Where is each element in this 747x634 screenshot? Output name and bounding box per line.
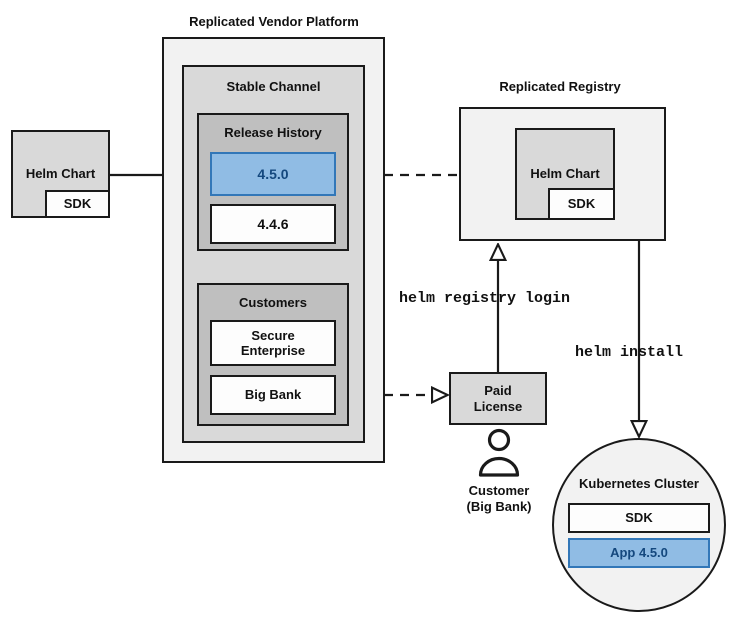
command-helm-install: helm install	[575, 344, 684, 361]
release-item-4-4-6[interactable]: 4.4.6	[210, 204, 336, 244]
replicated-registry-title: Replicated Registry	[499, 79, 621, 94]
registry-helm-chart-sdk-node[interactable]: SDK	[548, 188, 615, 220]
customers-title: Customers	[239, 295, 307, 310]
release-item-4-5-0-label: 4.5.0	[257, 165, 289, 182]
paid-license-label: Paid License	[473, 383, 523, 414]
command-helm-registry-login: helm registry login	[399, 290, 571, 307]
customer-item-secure-enterprise[interactable]: Secure Enterprise	[210, 320, 336, 366]
release-item-4-4-6-label: 4.4.6	[257, 215, 289, 232]
cluster-component-sdk[interactable]: SDK	[568, 503, 710, 533]
paid-license-node[interactable]: Paid License	[449, 372, 547, 425]
customer-item-secure-enterprise-label: Secure Enterprise	[240, 327, 306, 358]
cluster-component-app-label: App 4.5.0	[610, 545, 668, 561]
source-helm-chart-label: Helm Chart	[25, 166, 96, 181]
vendor-platform-title: Replicated Vendor Platform	[189, 14, 359, 29]
person-icon	[478, 428, 520, 477]
cluster-component-sdk-label: SDK	[625, 510, 653, 526]
source-helm-chart-sdk-node[interactable]: SDK	[45, 190, 110, 218]
customer-actor-caption: Customer (Big Bank)	[466, 483, 532, 514]
registry-helm-chart-label: Helm Chart	[530, 166, 600, 181]
release-history-title: Release History	[224, 125, 322, 140]
kubernetes-cluster-title: Kubernetes Cluster	[579, 476, 699, 491]
registry-helm-chart-sdk-label: SDK	[567, 196, 596, 212]
customer-item-big-bank[interactable]: Big Bank	[210, 375, 336, 415]
release-item-4-5-0[interactable]: 4.5.0	[210, 152, 336, 196]
stable-channel-title: Stable Channel	[226, 79, 321, 94]
source-helm-chart-sdk-label: SDK	[63, 196, 92, 212]
customer-item-big-bank-label: Big Bank	[244, 387, 302, 403]
cluster-component-app[interactable]: App 4.5.0	[568, 538, 710, 568]
